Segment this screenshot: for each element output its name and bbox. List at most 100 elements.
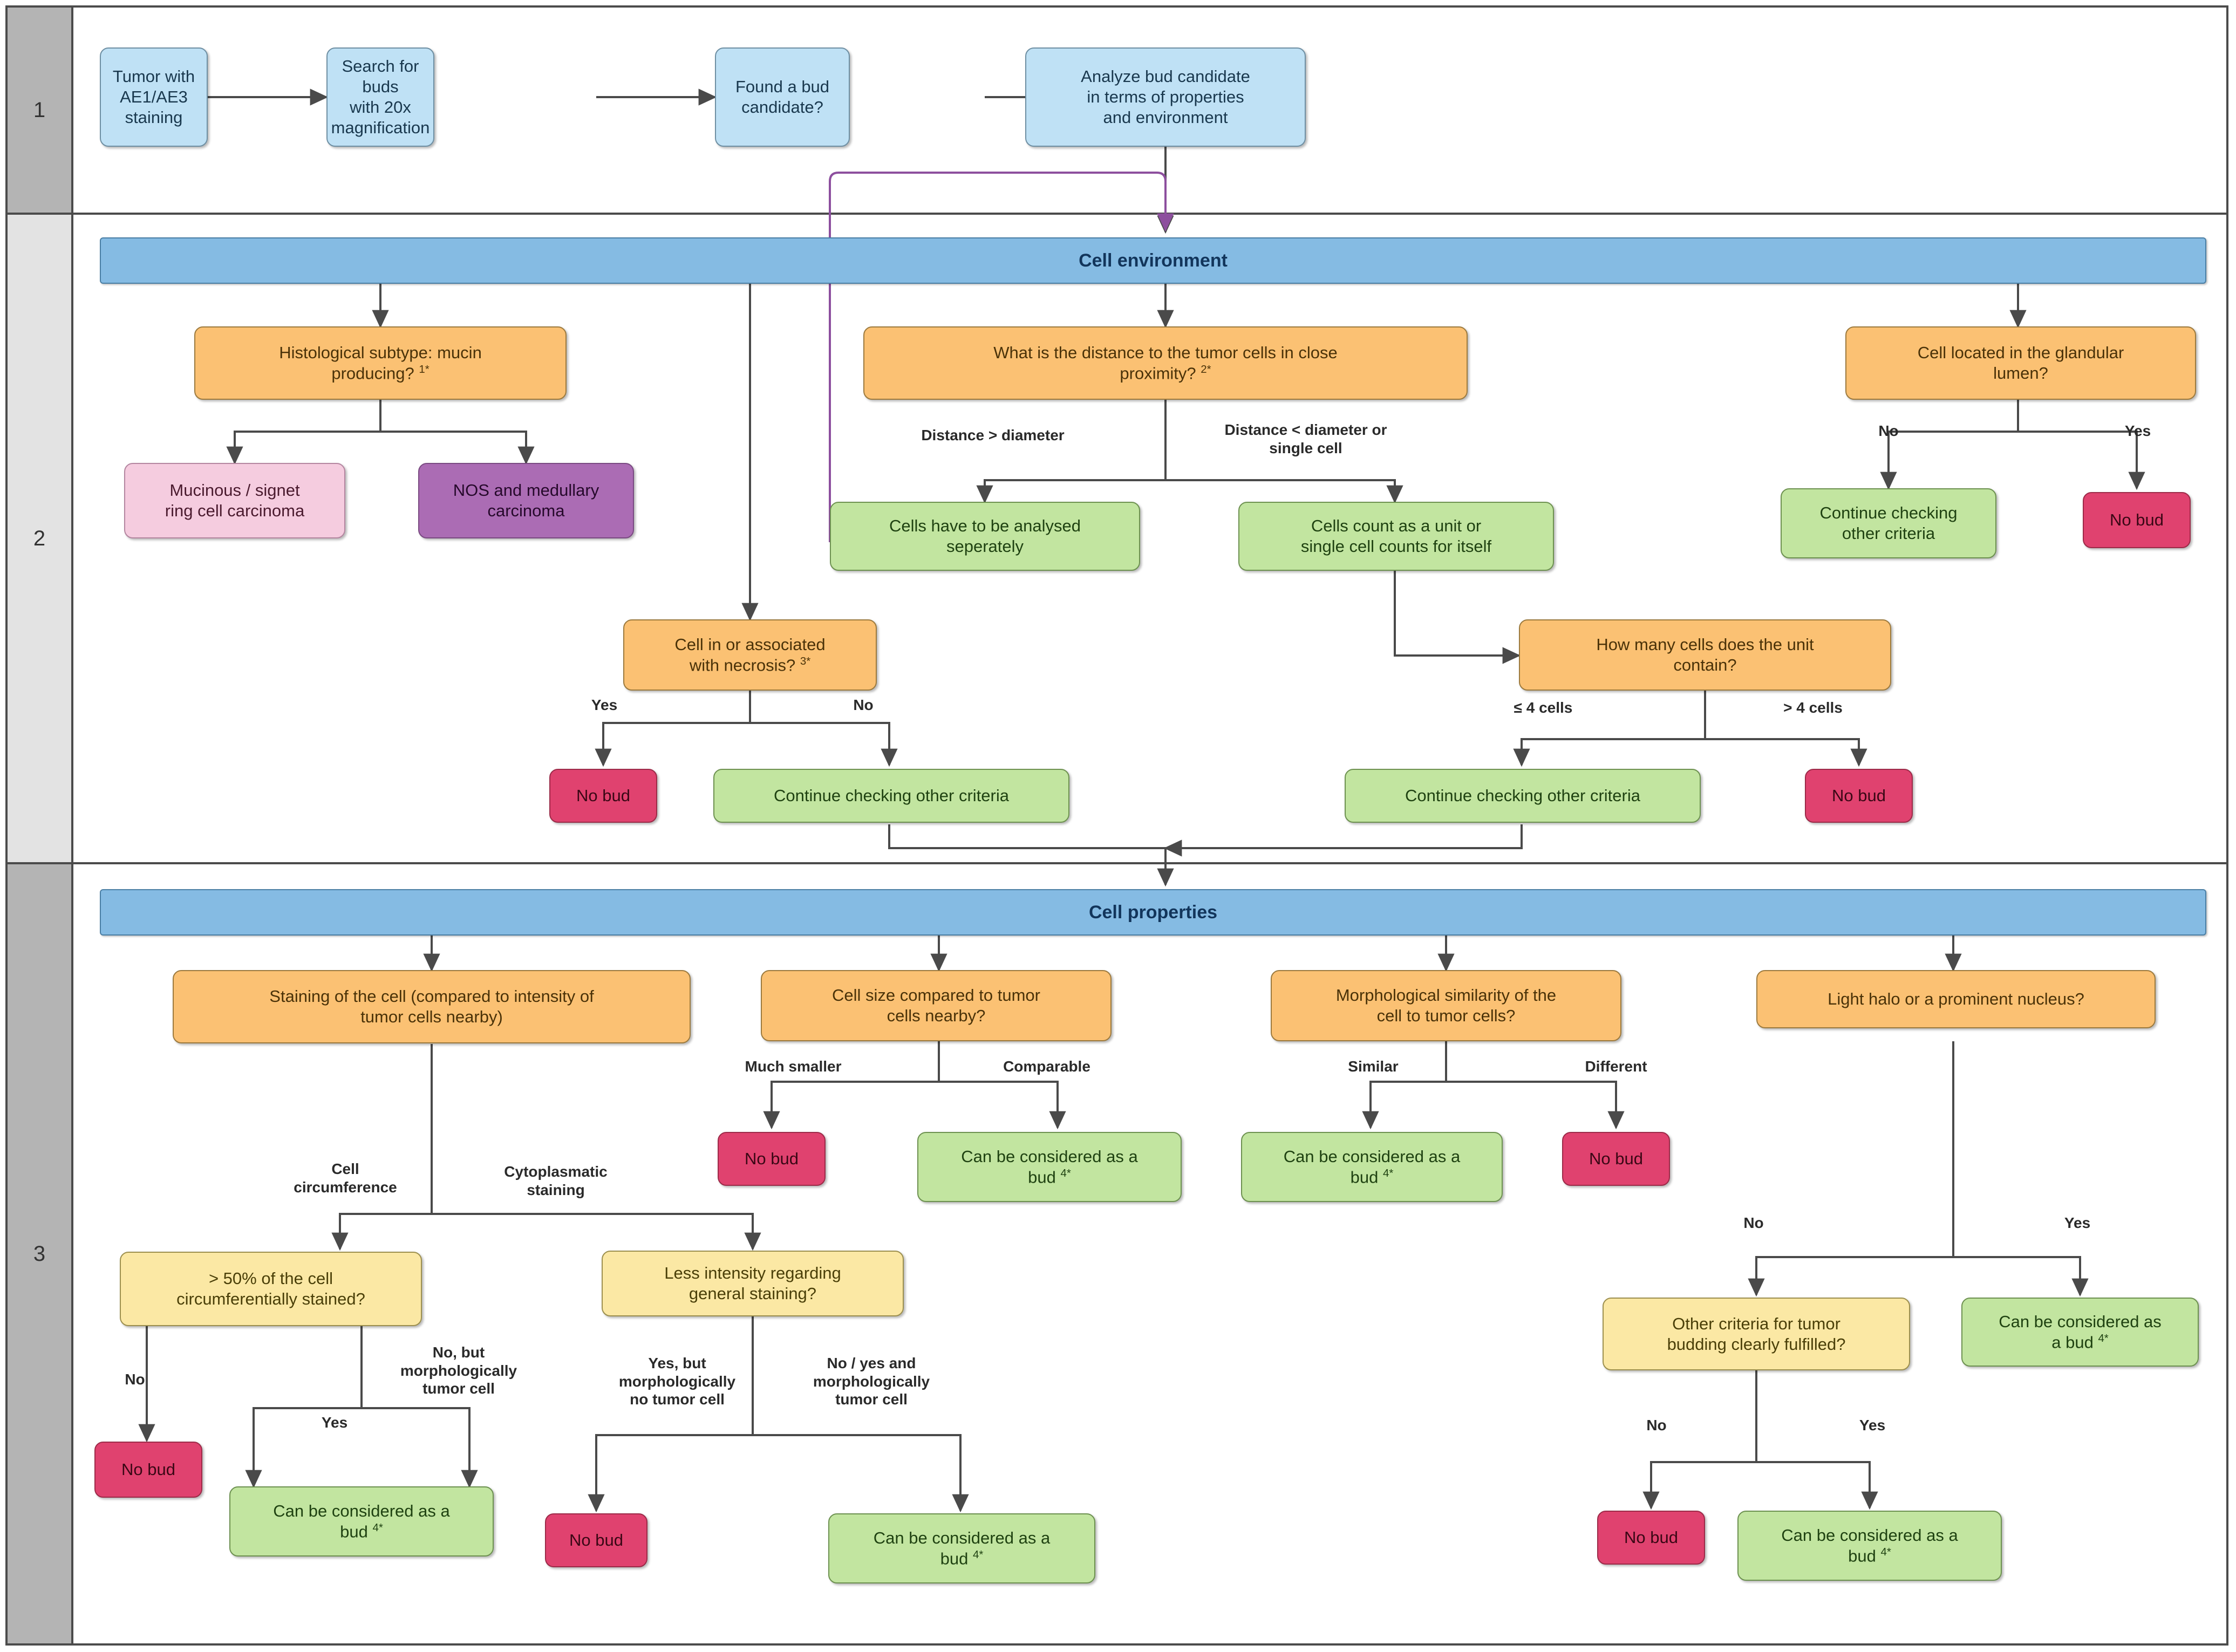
- node-label: Continue checking other criteria: [1405, 786, 1640, 805]
- edge-label-glandular-no: No: [1878, 422, 1899, 439]
- row-label-2: 2: [33, 526, 46, 550]
- node-label: No bud: [576, 786, 630, 805]
- edge-label-necrosis-yes: Yes: [591, 697, 618, 713]
- edge-label-gt-4-cells: > 4 cells: [1783, 699, 1843, 716]
- node-necrosis-no-bud[interactable]: No bud: [549, 769, 657, 823]
- node-label: Light halo or a prominent nucleus?: [1828, 989, 2084, 1009]
- node-50pct-no-bud[interactable]: No bud: [94, 1442, 202, 1498]
- edge-label-much-smaller: Much smaller: [745, 1058, 842, 1075]
- node-distance-to-tumor-cells[interactable]: What is the distance to the tumor cells …: [863, 326, 1468, 400]
- section-title: Cell properties: [1088, 902, 1218, 923]
- edge-label-necrosis-no: No: [853, 697, 874, 713]
- node-necrosis-continue-checking[interactable]: Continue checking other criteria: [713, 769, 1069, 823]
- node-label: No bud: [745, 1149, 799, 1169]
- section-title: Cell environment: [1079, 250, 1228, 271]
- node-morph-no-bud[interactable]: No bud: [1562, 1132, 1670, 1186]
- section-bar-cell-properties: Cell properties: [100, 889, 2206, 936]
- node-size-no-bud[interactable]: No bud: [718, 1132, 826, 1186]
- row-number-1: 1: [8, 8, 73, 213]
- node-label: No bud: [1589, 1149, 1643, 1169]
- node-light-halo-nucleus[interactable]: Light halo or a prominent nucleus?: [1756, 970, 2156, 1028]
- node-le4-continue-checking[interactable]: Continue checking other criteria: [1345, 769, 1701, 823]
- row-divider-1: [8, 213, 2226, 215]
- row-label-3: 3: [33, 1241, 46, 1266]
- node-label: Continue checking other criteria: [774, 786, 1009, 805]
- edge-label-different: Different: [1585, 1058, 1647, 1075]
- edge-label-glandular-yes: Yes: [2124, 422, 2151, 439]
- edge-label-distance-greater: Distance > diameter: [921, 427, 1065, 443]
- node-less-intensity-no-bud[interactable]: No bud: [545, 1513, 647, 1567]
- row-number-3: 3: [8, 864, 73, 1643]
- section-bar-cell-environment: Cell environment: [100, 237, 2206, 284]
- node-label: No bud: [2110, 510, 2164, 530]
- edge-label-comparable: Comparable: [1003, 1058, 1090, 1075]
- edge-label-similar: Similar: [1348, 1058, 1399, 1075]
- node-label: No bud: [1832, 786, 1886, 805]
- node-other-criteria-no-bud[interactable]: No bud: [1597, 1511, 1705, 1565]
- node-label: No bud: [1624, 1528, 1678, 1547]
- node-glandular-no-bud[interactable]: No bud: [2083, 492, 2191, 548]
- node-staining-of-cell[interactable]: Staining of the cell (compared to intens…: [173, 970, 691, 1043]
- edge-label-halo-no: No: [1743, 1214, 1764, 1231]
- edge-label-50pct-yes: Yes: [321, 1414, 348, 1431]
- node-gt4-no-bud[interactable]: No bud: [1805, 769, 1913, 823]
- edge-label-other-criteria-no: No: [1646, 1417, 1667, 1433]
- edge-label-50pct-no: No: [125, 1371, 145, 1388]
- row-label-1: 1: [33, 98, 46, 122]
- row-number-2: 2: [8, 215, 73, 862]
- node-label: No bud: [121, 1460, 175, 1479]
